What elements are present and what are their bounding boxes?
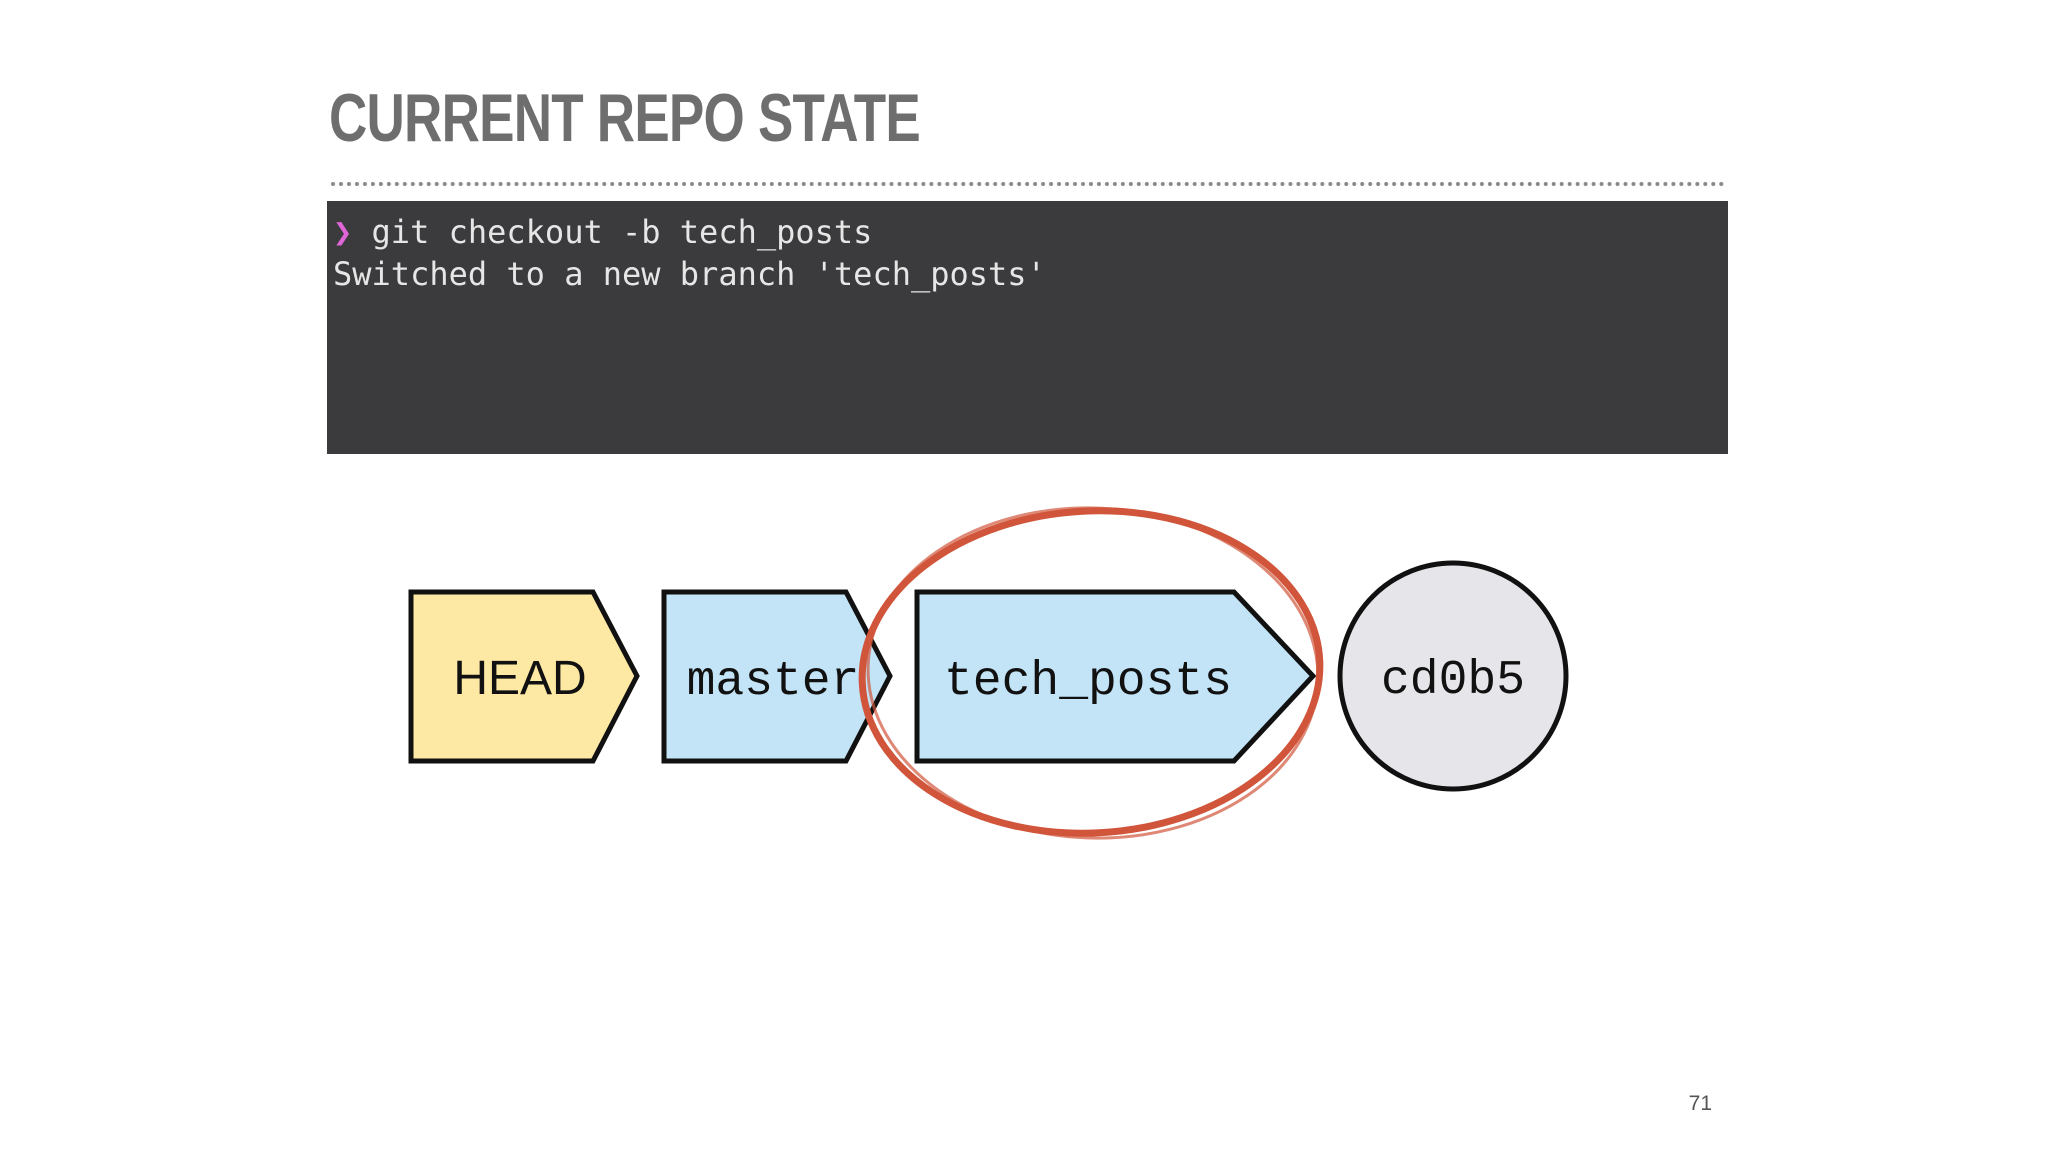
tech-posts-shape [914, 589, 1317, 764]
terminal-panel: ❯ git checkout -b tech_posts Switched to… [327, 201, 1728, 454]
head-shape [408, 589, 640, 764]
tech-posts-label: tech_posts [944, 655, 1232, 709]
head-pointer: HEAD [408, 589, 640, 764]
master-label: master [687, 655, 860, 709]
slide-title: CURRENT REPO STATE [329, 80, 921, 156]
commit-circle [1337, 560, 1569, 792]
prompt-icon: ❯ [333, 213, 353, 251]
commit-label: cd0b5 [1381, 654, 1525, 708]
terminal-command-line: ❯ git checkout -b tech_posts [333, 211, 872, 253]
highlight-circle [858, 506, 1324, 840]
title-divider [331, 182, 1725, 186]
terminal-command: git checkout -b tech_posts [371, 213, 873, 251]
branch-diagram: HEAD master tech_posts cd0b5 [408, 506, 1569, 840]
terminal-output: Switched to a new branch 'tech_posts' [333, 255, 1046, 293]
head-label: HEAD [453, 652, 586, 705]
master-branch: master [661, 589, 893, 764]
commit-node: cd0b5 [1337, 560, 1569, 792]
tech-posts-branch: tech_posts [914, 589, 1317, 764]
slide-number: 71 [1688, 1092, 1712, 1115]
